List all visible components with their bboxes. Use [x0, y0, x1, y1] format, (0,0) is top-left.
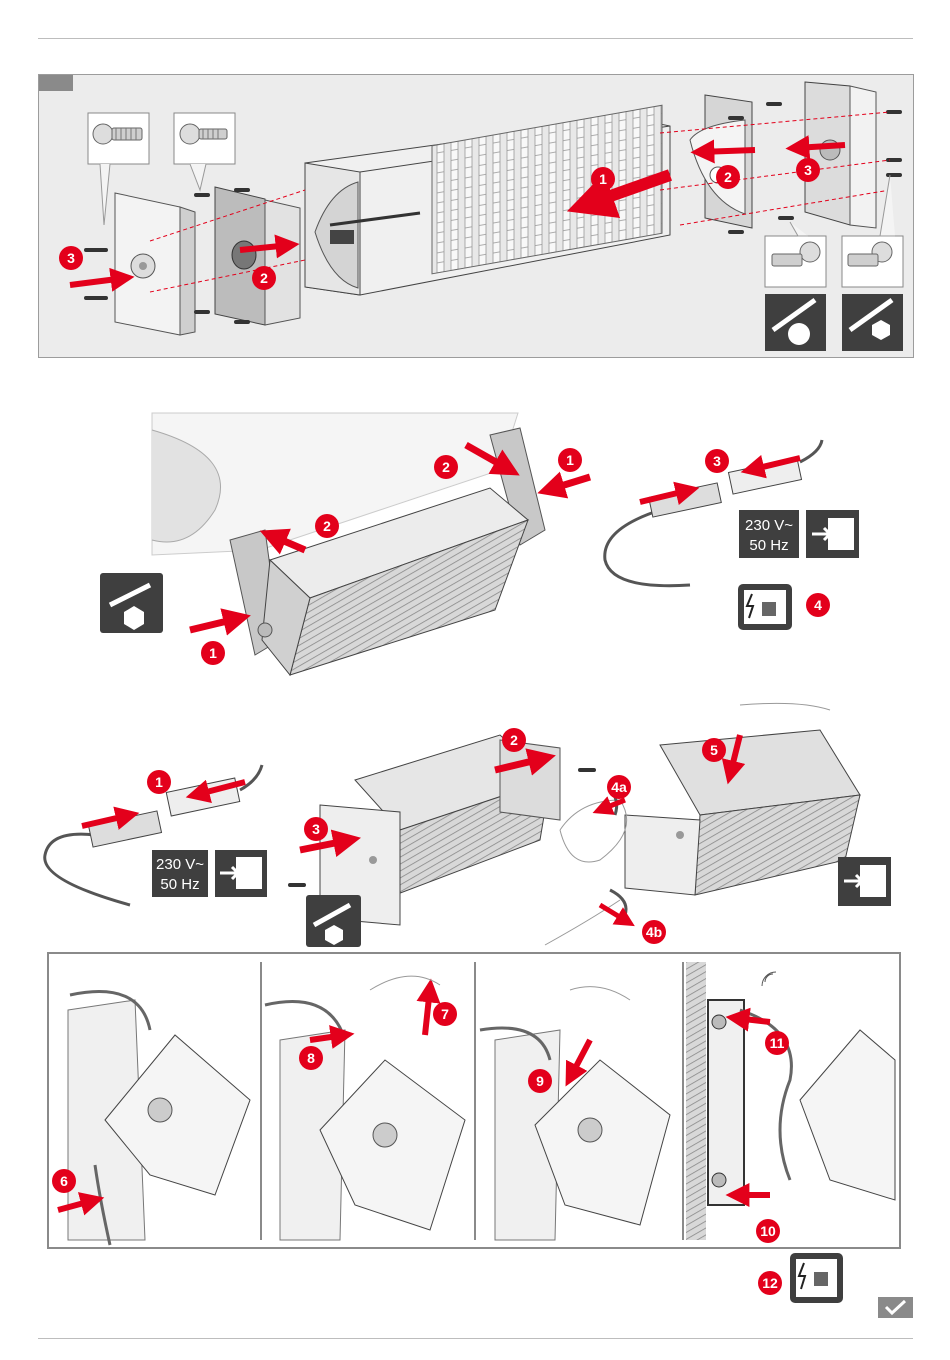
step-badge-b4: 4: [806, 593, 830, 617]
svg-text:7: 7: [441, 1006, 449, 1022]
svg-text:50 Hz: 50 Hz: [160, 876, 199, 893]
hex-key-icon-c: [306, 895, 361, 947]
step-badge-a2l: 2: [252, 266, 276, 290]
step-badge-a1: 1: [591, 167, 615, 191]
step-badge-11: 11: [765, 1031, 789, 1055]
step-badge-b3: 3: [705, 449, 729, 473]
step-badge-b1r: 1: [558, 448, 582, 472]
step-badge-10: 10: [756, 1219, 780, 1243]
svg-text:1: 1: [599, 171, 607, 187]
step-badge-12: 12: [758, 1271, 782, 1295]
svg-text:8: 8: [307, 1050, 315, 1066]
svg-text:3: 3: [312, 821, 320, 837]
step-badge-b2l: 2: [315, 514, 339, 538]
step-badge-b1l: 1: [201, 641, 225, 665]
svg-text:2: 2: [260, 270, 268, 286]
hex-key-icon-b: [100, 573, 163, 633]
step-badge-6: 6: [52, 1169, 76, 1193]
step-badge-c1: 1: [147, 770, 171, 794]
svg-text:5: 5: [710, 742, 718, 758]
svg-text:3: 3: [713, 453, 721, 469]
step-badge-c3: 3: [304, 817, 328, 841]
step-badge-c5: 5: [702, 738, 726, 762]
connect-mains-icon-c: [215, 850, 267, 897]
svg-text:1: 1: [155, 774, 163, 790]
svg-text:12: 12: [762, 1275, 778, 1291]
svg-text:3: 3: [804, 162, 812, 178]
torx-key-icon: [765, 294, 826, 351]
panel-c-drawing: 230 V~ 50 Hz: [45, 703, 891, 947]
step-badge-a3r: 3: [796, 158, 820, 182]
step-badge-c2: 2: [502, 728, 526, 752]
svg-text:3: 3: [67, 250, 75, 266]
power-spec-box-b: 230 V~ 50 Hz: [739, 510, 799, 558]
connect-mains-icon-c2: [838, 857, 891, 906]
step-badge-8: 8: [299, 1046, 323, 1070]
panel-b-drawing: 230 V~ 50 Hz: [100, 413, 859, 675]
svg-text:2: 2: [442, 459, 450, 475]
svg-text:1: 1: [209, 645, 217, 661]
svg-text:4b: 4b: [646, 924, 662, 940]
step-badge-7: 7: [433, 1002, 457, 1026]
svg-text:1: 1: [566, 452, 574, 468]
step-badge-a2r: 2: [716, 165, 740, 189]
step-badge-b2t: 2: [434, 455, 458, 479]
power-spec-box-c: 230 V~ 50 Hz: [152, 850, 208, 897]
electrical-safety-icon-final: [790, 1253, 843, 1303]
electrical-safety-icon-b: [738, 584, 792, 630]
connect-mains-icon-b: [806, 510, 859, 558]
svg-text:230 V~: 230 V~: [156, 856, 204, 873]
svg-text:11: 11: [770, 1035, 785, 1051]
svg-text:2: 2: [510, 732, 518, 748]
svg-text:2: 2: [724, 169, 732, 185]
wiring-detail-strip: [48, 953, 900, 1248]
svg-text:50 Hz: 50 Hz: [749, 537, 788, 554]
hex-key-icon-a: [842, 294, 903, 351]
step-badge-c4b: 4b: [642, 920, 666, 944]
done-check-icon: [878, 1297, 913, 1318]
svg-text:10: 10: [760, 1223, 776, 1239]
svg-text:4a: 4a: [611, 779, 627, 795]
svg-text:9: 9: [536, 1073, 544, 1089]
step-badge-a3l: 3: [59, 246, 83, 270]
svg-text:230 V~: 230 V~: [745, 517, 793, 534]
step-badge-9: 9: [528, 1069, 552, 1093]
svg-text:4: 4: [814, 597, 822, 613]
panel-a-drawing: [70, 82, 903, 351]
step-badge-c4a: 4a: [607, 775, 631, 799]
svg-text:2: 2: [323, 518, 331, 534]
svg-text:6: 6: [60, 1173, 68, 1189]
